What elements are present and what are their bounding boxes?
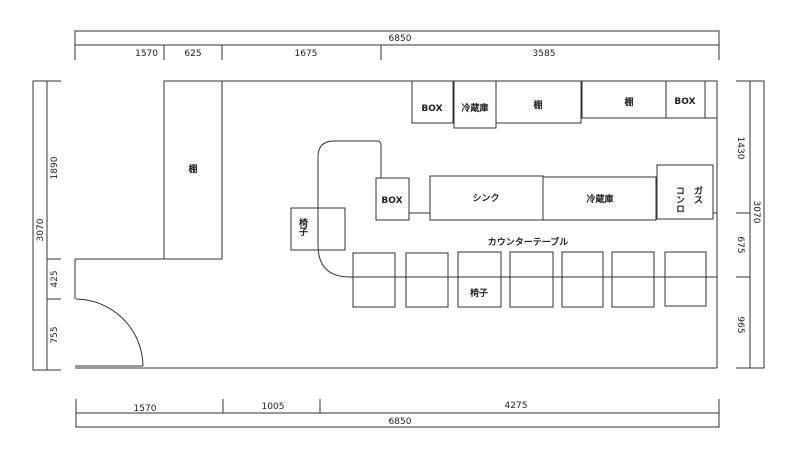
left-total-label: 3070: [36, 218, 46, 241]
left-seg-label: 755: [50, 326, 60, 343]
box-mid: BOX: [381, 196, 402, 206]
chair: [664, 251, 707, 307]
right-dimension: 1430 3070 675 965: [735, 80, 765, 369]
gas-label: ガス: [692, 185, 703, 204]
shelf-top-1: 棚: [533, 99, 542, 111]
chair: [405, 252, 449, 308]
left-shelf: 棚: [163, 80, 223, 260]
top-seg-label: 1675: [295, 49, 318, 59]
right-total-label: 3070: [751, 201, 761, 224]
top-seg-label: 625: [184, 49, 201, 59]
box-top-right: BOX: [674, 97, 695, 107]
box-top-left: BOX: [421, 104, 442, 114]
top-seg-label: 1570: [135, 49, 158, 59]
stove-label: コンロ: [674, 186, 684, 213]
right-seg-label: 675: [735, 236, 745, 253]
chair: [509, 251, 554, 308]
walls: [74, 80, 718, 369]
fridge-top: 冷蔵庫: [461, 102, 488, 114]
left-seg-label: 425: [50, 270, 60, 287]
left-dimension: 3070 1890 425 755: [32, 80, 61, 371]
shelf-top-2: 棚: [624, 96, 633, 108]
left-seg-label: 1890: [50, 156, 60, 179]
right-seg-label: 965: [735, 316, 745, 333]
door-swing: [75, 298, 144, 367]
svg-text:棚: 棚: [188, 163, 197, 175]
chair: [352, 252, 396, 308]
fridge-mid: 冷蔵庫: [586, 193, 613, 205]
bottom-dimension: 1570 1005 4275 6850: [75, 399, 720, 428]
kitchen-fixtures: BOX シンク 冷蔵庫 ガス コンロ: [375, 164, 714, 221]
chair: [611, 251, 655, 308]
bottom-seg-label: 1005: [262, 402, 285, 412]
bottom-total-label: 6850: [389, 417, 412, 427]
bottom-seg-label: 4275: [505, 401, 528, 411]
chair-left: 椅子: [290, 207, 346, 251]
bottom-seg-label: 1570: [134, 404, 157, 414]
sink: シンク: [472, 193, 499, 204]
chair-row: 椅子: [352, 251, 707, 308]
top-total-label: 6850: [389, 34, 412, 44]
top-row-fixtures: BOX 冷蔵庫 棚 棚 BOX: [411, 80, 717, 129]
right-seg-label: 1430: [735, 137, 745, 160]
counter-table-label: カウンターテーブル: [488, 236, 568, 248]
chair-label: 椅子: [470, 287, 488, 299]
top-seg-label: 3585: [533, 49, 556, 59]
chair: [457, 251, 502, 308]
top-dimension: 6850 1570 625 1675 3585: [74, 30, 720, 60]
chair: [561, 251, 604, 308]
svg-text:椅子: 椅子: [297, 217, 308, 237]
